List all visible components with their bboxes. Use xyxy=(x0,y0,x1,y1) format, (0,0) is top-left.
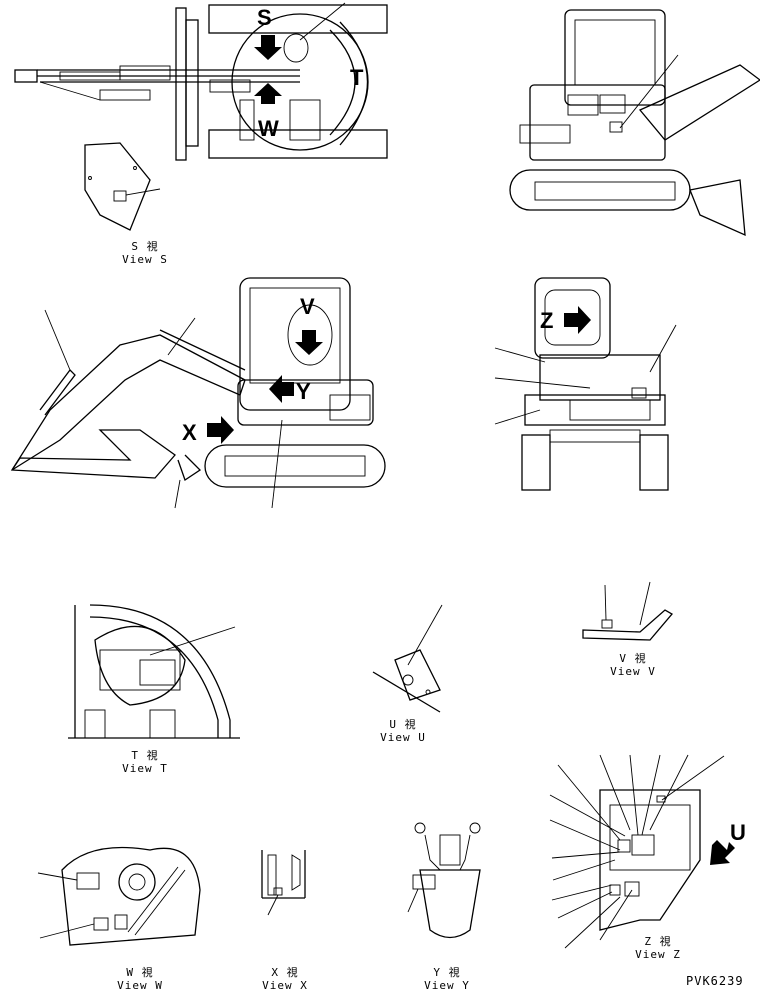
letter-t: T xyxy=(350,65,364,90)
top-view-excavator xyxy=(14,2,388,161)
view-t-drawing xyxy=(68,604,240,739)
caption-view-x: X 視 View X xyxy=(262,966,308,992)
rear-view-excavator xyxy=(494,277,677,491)
arrow-icon xyxy=(710,840,735,865)
caption-view-u: U 視 View U xyxy=(380,718,426,744)
arrow-icon xyxy=(254,35,282,104)
letter-v: V xyxy=(300,294,315,319)
view-x-drawing xyxy=(261,850,306,916)
arrow-icon xyxy=(207,330,323,444)
letter-u: U xyxy=(730,820,746,845)
rear-quarter-view xyxy=(509,9,760,237)
view-u-drawing xyxy=(372,604,443,713)
letter-x: X xyxy=(182,420,197,445)
letter-y: Y xyxy=(296,379,311,404)
drawing-code: PVK6239 xyxy=(686,974,744,988)
caption-view-y: Y 視 View Y xyxy=(424,966,470,992)
caption-view-z: Z 視 View Z xyxy=(635,935,681,961)
arrow-icon xyxy=(564,306,591,334)
caption-view-t: T 視 View T xyxy=(122,749,168,775)
side-view-excavator xyxy=(10,277,386,509)
letter-s: S xyxy=(257,5,272,30)
caption-view-s: S 視 View S xyxy=(122,240,168,266)
letter-w: W xyxy=(258,116,279,141)
view-z-drawing xyxy=(549,754,725,949)
letter-z: Z xyxy=(540,308,554,333)
view-y-drawing xyxy=(407,822,481,939)
caption-view-v: V 視 View V xyxy=(610,652,656,678)
caption-view-w: W 視 View W xyxy=(117,966,163,992)
view-v-drawing xyxy=(582,581,674,641)
view-s-drawing xyxy=(84,142,161,231)
view-w-drawing xyxy=(37,846,201,946)
